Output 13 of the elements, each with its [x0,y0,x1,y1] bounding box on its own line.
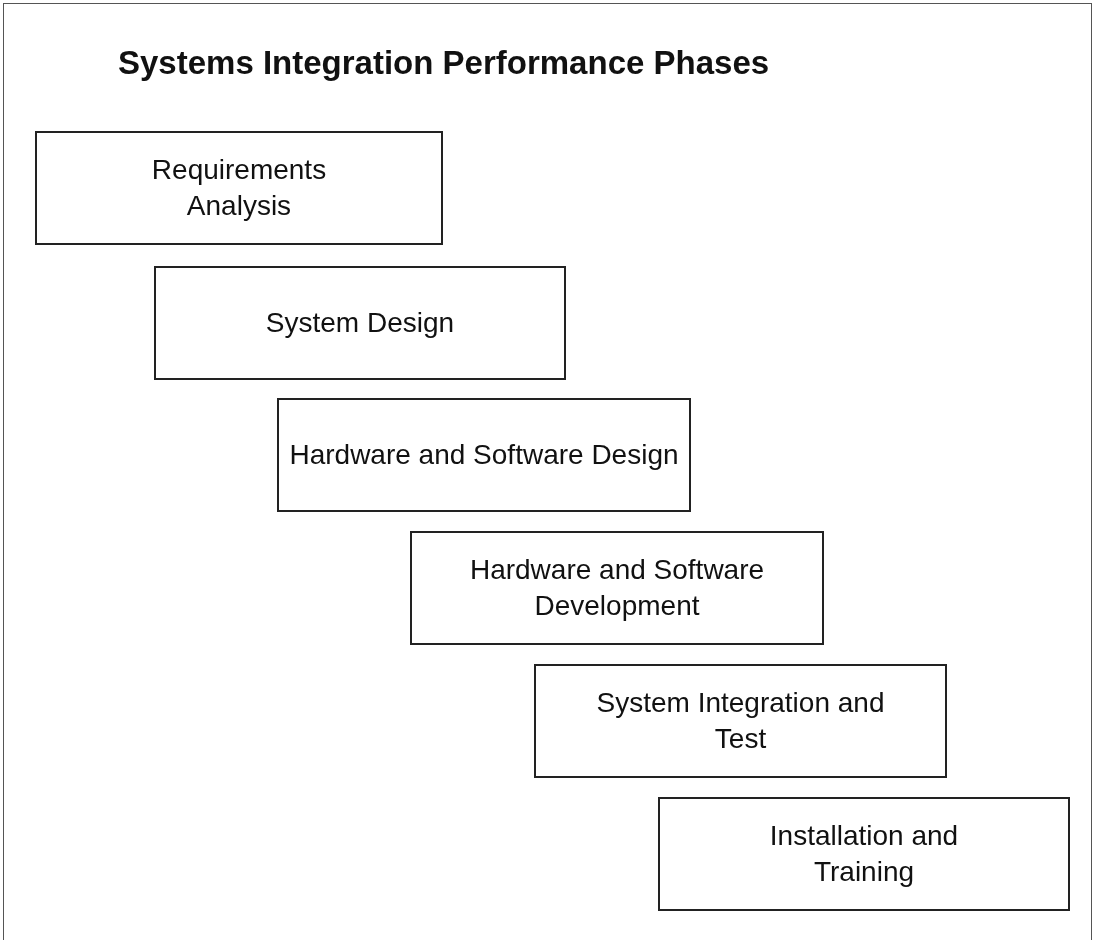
diagram-title: Systems Integration Performance Phases [118,44,770,82]
phase-label: Hardware and Software Development [468,553,766,623]
phase-box [658,797,1070,911]
phase-box [410,531,824,645]
phase-label: System Integration and Test [595,686,886,756]
phase-label: System Design [265,306,455,340]
phase-box [154,266,566,380]
phase-label: Hardware and Software Design [289,438,679,472]
phase-box [35,131,443,245]
phase-label: Requirements Analysis [150,153,328,223]
phase-box [534,664,947,778]
phase-label: Installation and Training [768,819,960,889]
phase-box [277,398,691,512]
